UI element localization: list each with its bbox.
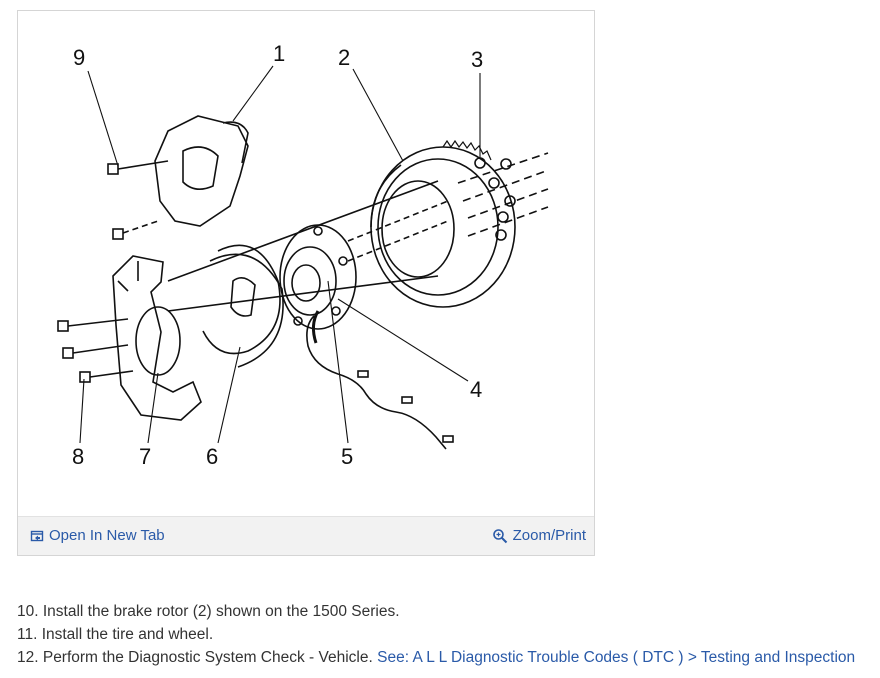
brake-caliper <box>154 115 249 227</box>
hub-shaft <box>167 180 449 312</box>
callout-9: 9 <box>73 45 85 70</box>
brake-assembly-diagram: 1 2 3 4 5 6 7 8 9 <box>57 41 549 469</box>
open-new-tab-icon <box>30 530 44 541</box>
figure-toolbar: Open In New Tab Zoom/Print <box>18 516 594 555</box>
step-11: 11. Install the tire and wheel. <box>17 623 855 646</box>
step-10: 10. Install the brake rotor (2) shown on… <box>17 600 855 623</box>
knuckle-bolts <box>57 318 134 383</box>
brake-rotor <box>370 139 516 308</box>
caliper-bolts <box>107 160 169 240</box>
callout-leaders <box>79 65 481 444</box>
backing-shield <box>202 244 284 368</box>
magnifier-icon <box>492 528 507 543</box>
figure-container: 1 2 3 4 5 6 7 8 9 Open In New Tab <box>17 10 595 556</box>
callout-4: 4 <box>470 377 482 402</box>
step-text: 12. Perform the Diagnostic System Check … <box>17 649 378 666</box>
callout-8: 8 <box>72 444 84 469</box>
wheel-speed-sensor-harness <box>306 310 454 450</box>
callout-3: 3 <box>471 47 483 72</box>
steering-knuckle <box>112 255 202 421</box>
callout-2: 2 <box>338 45 350 70</box>
see-dtc-testing-link[interactable]: See: A L L Diagnostic Trouble Codes ( DT… <box>377 649 856 666</box>
step-12: 12. Perform the Diagnostic System Check … <box>17 646 855 669</box>
callout-5: 5 <box>341 444 353 469</box>
open-new-tab-link[interactable]: Open In New Tab <box>30 527 165 544</box>
step-text: 11. Install the tire and wheel. <box>17 626 214 643</box>
wheel-studs <box>457 152 549 241</box>
open-new-tab-label: Open In New Tab <box>49 527 165 544</box>
callout-7: 7 <box>139 444 151 469</box>
zoom-print-link[interactable]: Zoom/Print <box>492 527 586 544</box>
step-text: 10. Install the brake rotor (2) shown on… <box>17 603 400 620</box>
procedure-steps: 10. Install the brake rotor (2) shown on… <box>17 600 855 669</box>
zoom-print-label: Zoom/Print <box>512 527 586 544</box>
callout-6: 6 <box>206 444 218 469</box>
callout-1: 1 <box>273 41 285 66</box>
